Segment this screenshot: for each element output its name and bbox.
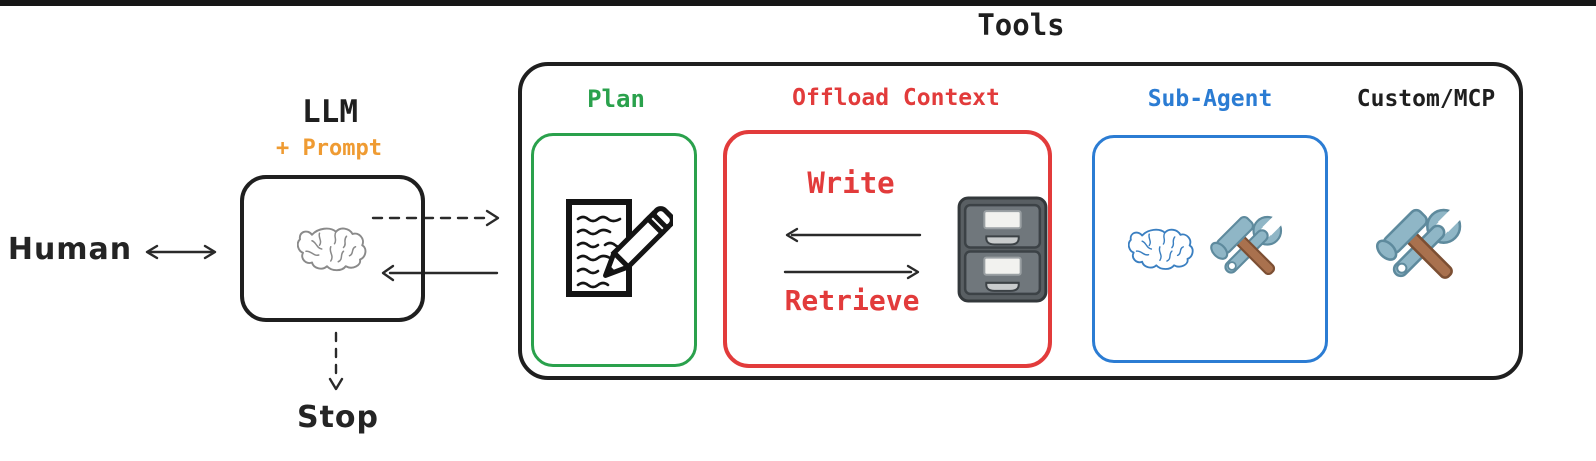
write-label: Write bbox=[807, 166, 895, 200]
stop-label: Stop bbox=[296, 400, 380, 435]
tools-title: Tools bbox=[977, 8, 1065, 42]
retrieve-label: Retrieve bbox=[784, 284, 920, 317]
top-border-bar bbox=[0, 0, 1596, 6]
file-cabinet-icon bbox=[957, 196, 1048, 307]
llm-title: LLM bbox=[302, 94, 358, 130]
llm-box bbox=[240, 175, 425, 322]
offload-context-label: Offload Context bbox=[792, 85, 1000, 111]
memo-pencil-icon bbox=[566, 199, 673, 297]
tools-container bbox=[518, 62, 1523, 380]
hammer-wrench-icon bbox=[1210, 211, 1287, 276]
brain-icon bbox=[296, 227, 366, 271]
hammer-wrench-icon bbox=[1371, 197, 1473, 303]
sub-agent-box bbox=[1092, 135, 1328, 363]
custom-mcp-label: Custom/MCP bbox=[1356, 86, 1496, 112]
offload-context-box bbox=[723, 130, 1052, 368]
plan-box bbox=[531, 133, 697, 367]
sub-agent-label: Sub-Agent bbox=[1147, 86, 1273, 112]
plan-label: Plan bbox=[587, 85, 645, 113]
human-llm-arrow bbox=[145, 244, 217, 260]
human-label: Human bbox=[7, 232, 133, 267]
llm-prompt-subtitle: + Prompt bbox=[276, 136, 382, 161]
brain-icon bbox=[1128, 228, 1194, 270]
llm-to-stop-arrow bbox=[328, 331, 344, 391]
